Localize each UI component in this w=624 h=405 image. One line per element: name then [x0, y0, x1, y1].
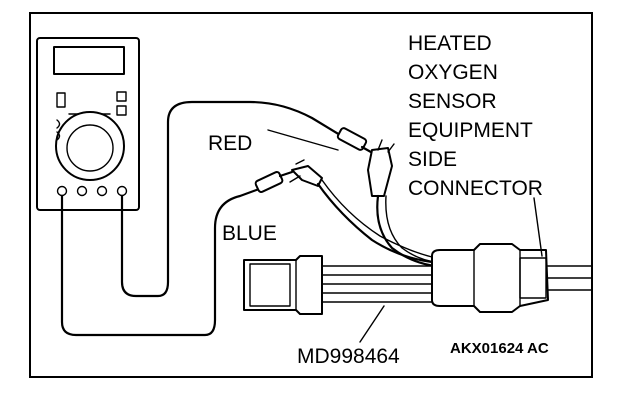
multimeter-hold-button	[116, 105, 127, 116]
red-label: RED	[208, 132, 252, 155]
figure-frame	[29, 12, 593, 378]
connector-label-line-6: CONNECTOR	[408, 177, 543, 200]
test-harness	[243, 197, 593, 315]
harness-wire-red	[376, 194, 436, 268]
figure-code: AKX01624 AC	[450, 340, 549, 357]
red-leader-line	[267, 129, 339, 151]
blue-label: BLUE	[222, 222, 277, 245]
connector-label-line-2: OXYGEN	[408, 61, 498, 84]
red-test-lead	[120, 100, 347, 298]
connector-label-line-1: HEATED	[408, 32, 492, 55]
harness-wire-blue	[316, 182, 434, 264]
multimeter-mode-button	[116, 91, 127, 102]
multimeter-dial	[55, 111, 125, 181]
harness-left-connector	[243, 255, 323, 315]
connector-label-line-3: SENSOR	[408, 90, 497, 113]
connector-leader-line	[533, 197, 543, 257]
multimeter-jack-2	[76, 185, 88, 197]
harness-wire-red-2	[385, 195, 437, 263]
multimeter-display	[53, 46, 125, 75]
tool-leader-line	[359, 305, 385, 343]
multimeter	[36, 37, 140, 211]
tool-label: MD998464	[297, 345, 400, 368]
harness-wire-blue-2	[321, 179, 437, 259]
multimeter-dial-knob	[66, 124, 114, 172]
harness-out-wires	[547, 265, 593, 291]
multimeter-range-button	[56, 92, 66, 108]
connector-label-line-4: EQUIPMENT	[408, 119, 533, 142]
harness-right-connector	[431, 243, 549, 313]
harness-wire-bundle	[321, 265, 433, 303]
blue-alligator-clip	[289, 159, 323, 187]
blue-test-lead	[60, 183, 272, 337]
red-alligator-clip	[367, 139, 395, 197]
connector-label: HEATED OXYGEN SENSOR EQUIPMENT SIDE CONN…	[408, 32, 543, 200]
connector-label-line-5: SIDE	[408, 148, 457, 171]
blue-probe	[254, 170, 294, 193]
multimeter-jack-3	[96, 185, 108, 197]
multimeter-dial-ticks	[56, 119, 61, 141]
